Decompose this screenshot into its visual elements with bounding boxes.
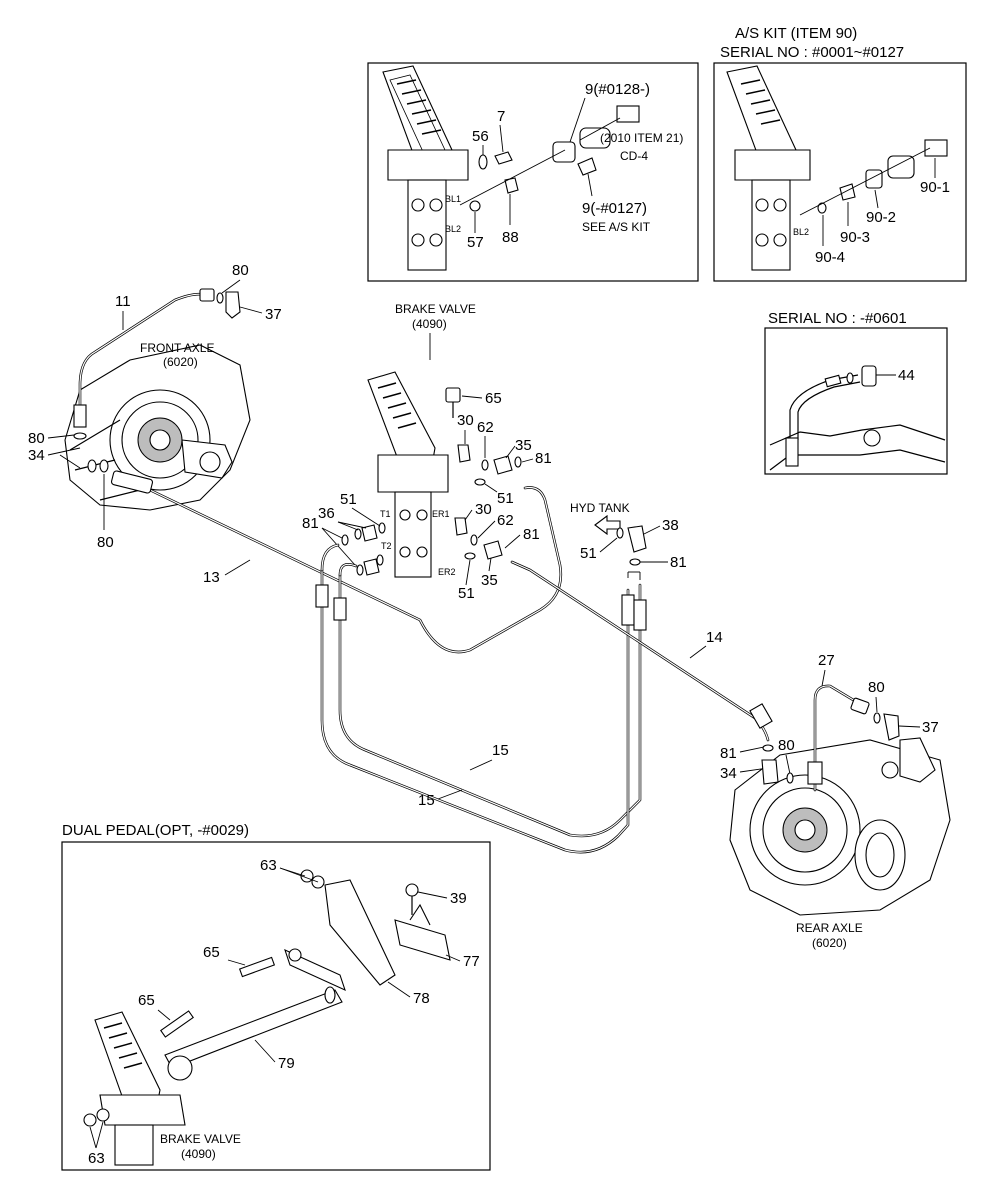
dual-brake-valve-label: BRAKE VALVE [160, 1132, 241, 1146]
port-er1: ER1 [432, 509, 450, 519]
callout-81-rear: 81 [720, 745, 737, 762]
callout-81-left: 81 [302, 515, 319, 532]
hose-15-inner [320, 568, 630, 854]
port-bl1: BL1 [445, 194, 461, 204]
rear-axle-code: (6020) [812, 936, 847, 950]
callout-90-3: 90-3 [840, 229, 870, 246]
dual-pedal-box [61, 841, 491, 1171]
callout-51-tank: 51 [580, 545, 597, 562]
callout-62-lower: 62 [497, 512, 514, 529]
dual-brake-valve-code: (4090) [181, 1147, 216, 1161]
callout-80-left: 80 [28, 430, 45, 447]
callout-81-upper: 81 [535, 450, 552, 467]
rear-axle-label: REAR AXLE [796, 921, 863, 935]
callout-88: 88 [502, 229, 519, 246]
callout-30-upper: 30 [457, 412, 474, 429]
callout-51-lower: 51 [458, 585, 475, 602]
callout-37-rear: 37 [922, 719, 939, 736]
inset-as-kit-box [713, 62, 967, 282]
callout-34-front: 34 [28, 447, 45, 464]
callout-27: 27 [818, 652, 835, 669]
callout-90-1: 90-1 [920, 179, 950, 196]
callout-14: 14 [706, 629, 723, 646]
brake-valve-label: BRAKE VALVE [395, 302, 476, 316]
note-see-kit: SEE A/S KIT [582, 220, 651, 234]
callout-80-top: 80 [232, 262, 249, 279]
callout-36: 36 [318, 505, 335, 522]
callout-90-2: 90-2 [866, 209, 896, 226]
callout-44: 44 [898, 367, 915, 384]
callout-80-bottom: 80 [97, 534, 114, 551]
note-2010-item: (2010 ITEM 21) [600, 131, 683, 145]
callout-77: 77 [463, 953, 480, 970]
serial-title: SERIAL NO : -#0601 [768, 310, 907, 327]
callout-51-upper: 51 [497, 490, 514, 507]
callout-62-upper: 62 [477, 419, 494, 436]
callout-15-lower: 15 [418, 792, 435, 809]
dual-pedal-title: DUAL PEDAL(OPT, -#0029) [62, 822, 249, 839]
callout-63-bottom: 63 [88, 1150, 105, 1167]
port-t1: T1 [380, 509, 391, 519]
callout-65-valve: 65 [485, 390, 502, 407]
kit-title-line1: A/S KIT (ITEM 90) [735, 25, 857, 42]
callout-80-rear-top: 80 [868, 679, 885, 696]
rear-axle-drawing [729, 737, 951, 916]
callout-90-4: 90-4 [815, 249, 845, 266]
callout-63-top: 63 [260, 857, 277, 874]
callout-81-mid: 81 [523, 526, 540, 543]
callout-80-rear-mid: 80 [778, 737, 795, 754]
callout-13: 13 [203, 569, 220, 586]
dual-pedal-drawing [83, 869, 451, 1166]
callout-35-lower: 35 [481, 572, 498, 589]
callout-81-tank: 81 [670, 554, 687, 571]
callout-56: 56 [472, 128, 489, 145]
hyd-tank-arrow [594, 514, 621, 536]
brake-valve-code: (4090) [412, 317, 447, 331]
hyd-tank-label: HYD TANK [570, 501, 630, 515]
kit-title-line2: SERIAL NO : #0001~#0127 [720, 44, 904, 61]
callout-37-front: 37 [265, 306, 282, 323]
callout-57: 57 [467, 234, 484, 251]
callout-79: 79 [278, 1055, 295, 1072]
port-t2: T2 [381, 541, 392, 551]
inset-serial-box [764, 327, 948, 475]
kit-brake-valve-drawing [726, 65, 948, 271]
inset-brake-valve-drawing [382, 65, 469, 271]
callout-9-old: 9(-#0127) [582, 200, 647, 217]
callout-35-upper: 35 [515, 437, 532, 454]
callout-30-lower: 30 [475, 501, 492, 518]
callout-34-rear: 34 [720, 765, 737, 782]
center-brake-valve-drawing [367, 371, 449, 578]
port-bl2: BL2 [445, 224, 461, 234]
callout-11: 11 [115, 293, 131, 310]
callout-65-dual-upper: 65 [203, 944, 220, 961]
callout-7: 7 [497, 108, 505, 125]
serial-inset-drawing [769, 365, 946, 471]
callout-9-new: 9(#0128-) [585, 81, 650, 98]
front-axle-drawing [64, 344, 251, 511]
inset-brake-switch-box [367, 62, 699, 282]
callout-65-dual-lower: 65 [138, 992, 155, 1009]
callout-78: 78 [413, 990, 430, 1007]
callout-38: 38 [662, 517, 679, 534]
callout-15-upper: 15 [492, 742, 509, 759]
port-er2: ER2 [438, 567, 456, 577]
kit-port-bl2: BL2 [793, 227, 809, 237]
front-axle-label: FRONT AXLE [140, 341, 214, 355]
note-cd4: CD-4 [620, 149, 648, 163]
front-axle-code: (6020) [163, 355, 198, 369]
callout-39: 39 [450, 890, 467, 907]
callout-51-left: 51 [340, 491, 357, 508]
inset-switch-parts [459, 105, 640, 212]
